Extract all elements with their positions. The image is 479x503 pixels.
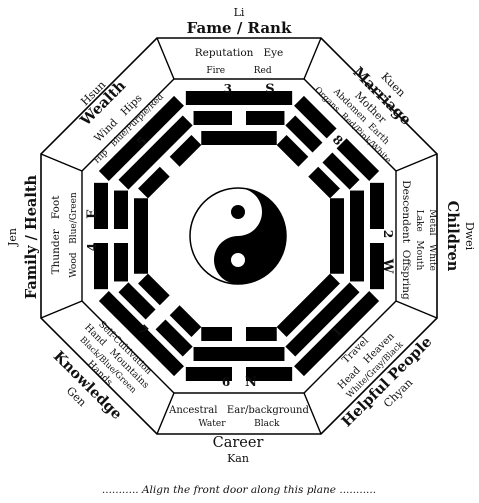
north-chinese: Kan: [227, 452, 249, 465]
solid-line-bar: [118, 115, 193, 190]
solid-line-bar: [294, 291, 380, 377]
solid-line-bar: [285, 282, 360, 357]
trigram-nw: [276, 273, 380, 377]
south-number: 3: [224, 82, 232, 96]
trigram-ne: [98, 273, 202, 377]
trigrams: [94, 91, 384, 381]
west-number: 2: [381, 230, 395, 238]
east-line-2: Wood Blue/Green: [69, 192, 79, 278]
south-line-2: Fire Red: [206, 66, 271, 76]
east-number: 4: [85, 243, 99, 251]
sector-west: 2 W Descendent Offspring Lake Mouth Meta…: [380, 180, 476, 300]
broken-line-bar: [246, 367, 293, 381]
sector-divider-line: [303, 392, 322, 435]
sector-divider-line: [156, 37, 175, 80]
sector-north: 6 N Ancestral Ear/background Water Black…: [168, 375, 309, 465]
south-title: Fame / Rank: [187, 19, 292, 37]
west-title: Children: [444, 201, 461, 272]
east-chinese: Jen: [6, 228, 19, 247]
sector-dividers: [40, 37, 438, 435]
broken-line-bar: [308, 166, 340, 199]
broken-line-bar: [246, 111, 285, 125]
broken-line-bar: [322, 152, 360, 190]
south-line-1: Reputation Eye: [195, 47, 284, 59]
solid-line-bar: [276, 273, 340, 337]
solid-line-bar: [185, 91, 293, 105]
north-title: Career: [213, 435, 264, 451]
broken-line-bar: [246, 327, 277, 341]
trigram-se: [98, 95, 202, 199]
sector-divider-line: [40, 153, 83, 172]
broken-line-bar: [138, 273, 170, 306]
yin-yang-icon: [189, 187, 287, 285]
solid-line-bar: [201, 131, 277, 145]
solid-line-bar: [134, 198, 148, 274]
broken-line-bar: [169, 305, 202, 337]
trigram-s: [185, 91, 293, 145]
east-title: Family / Health: [23, 174, 40, 299]
broken-line-bar: [94, 243, 108, 290]
north-line-2: Water Black: [198, 419, 280, 429]
solid-line-bar: [98, 291, 184, 377]
broken-line-bar: [276, 135, 309, 167]
west-line-1: Descendent Offspring: [400, 180, 412, 300]
broken-line-bar: [201, 327, 232, 341]
west-line-3: Metal White: [427, 209, 437, 271]
west-direction: W: [380, 258, 395, 274]
north-line-1: Ancestral Ear/background: [168, 405, 309, 416]
sector-divider-line: [156, 392, 175, 435]
trigram-e: [94, 182, 148, 290]
trigram-w: [330, 182, 384, 290]
broken-line-bar: [285, 115, 323, 153]
sector-divider-line: [395, 153, 438, 172]
front-door-note: ........... Align the front door along t…: [102, 484, 376, 496]
trigram-sw: [276, 95, 380, 199]
east-direction: E: [85, 209, 100, 219]
broken-line-bar: [193, 111, 232, 125]
sector-northeast: 7 Self-Cultivation Hand Mountains Black/…: [50, 320, 153, 423]
broken-line-bar: [370, 182, 384, 229]
broken-line-bar: [370, 243, 384, 290]
broken-line-bar: [94, 182, 108, 229]
broken-line-bar: [155, 319, 193, 357]
broken-line-bar: [138, 166, 170, 199]
west-chinese: Dwei: [463, 222, 476, 251]
solid-line-bar: [350, 190, 364, 282]
sector-divider-line: [395, 300, 438, 319]
broken-line-bar: [336, 138, 380, 181]
east-line-1: Thunder Foot: [50, 195, 62, 275]
south-direction: S: [265, 82, 274, 97]
south-chinese: Li: [234, 6, 245, 19]
sector-divider-line: [40, 300, 83, 319]
broken-line-bar: [169, 135, 202, 167]
sector-divider-line: [303, 37, 322, 80]
north-number: 6: [222, 375, 230, 389]
broken-line-bar: [185, 367, 232, 381]
north-direction: N: [245, 375, 257, 390]
trigram-n: [185, 327, 293, 381]
broken-line-bar: [294, 95, 337, 139]
west-line-2: Lake Mouth: [414, 210, 424, 271]
sector-south: Li Fame / Rank Reputation Eye Fire Red 3…: [187, 6, 292, 97]
sector-east: Jen Family / Health Thunder Foot Wood Bl…: [6, 174, 100, 299]
broken-line-bar: [114, 190, 128, 229]
broken-line-bar: [114, 243, 128, 282]
broken-line-bar: [118, 282, 156, 320]
solid-line-bar: [193, 347, 285, 361]
solid-line-bar: [98, 95, 184, 181]
solid-line-bar: [330, 198, 344, 274]
